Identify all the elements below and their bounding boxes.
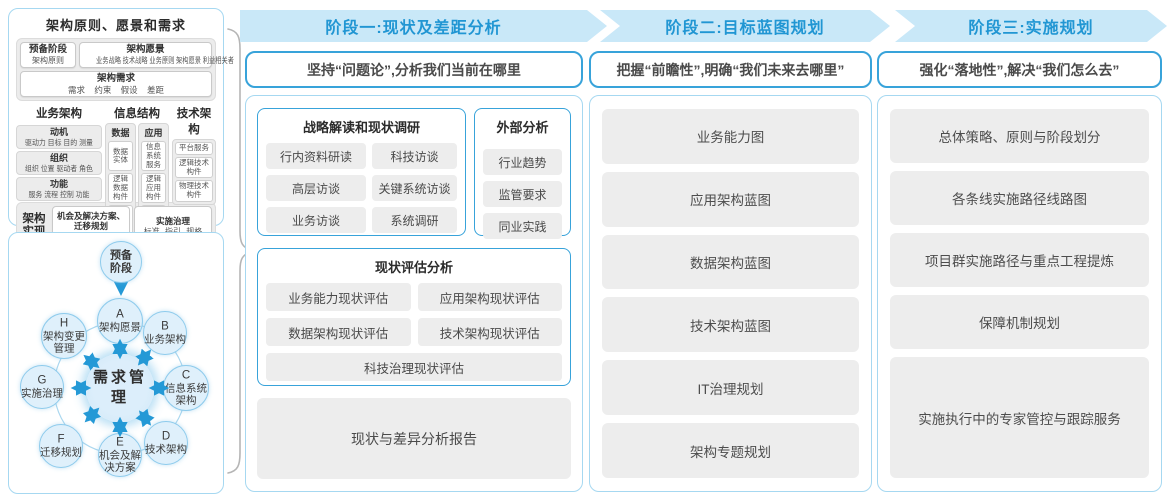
phase2-deliverable: 数据架构蓝图 (602, 234, 859, 290)
application-chip: 信息系统服务 (141, 141, 166, 172)
phase1-title: 阶段一:现状及差距分析 (325, 20, 502, 37)
technology-chip: 平台服务 (175, 142, 213, 155)
phase1-header-band: 阶段一:现状及差距分析 (240, 10, 607, 42)
architecture-vision-box: 架构愿景 业务战略 技术战略 业务原则 架构愿景 利益相关者 (79, 42, 234, 68)
architecture-principles-panel: 架构原则、愿景和需求 预备阶段 架构原则 架构愿景 业务战略 技术战略 业务原则… (8, 8, 234, 251)
requirements-management-hub: 需求管理 (86, 354, 154, 422)
phase1-content-column: 战略解读和现状调研 行内资料研读 科技访谈 高层访谈 关键系统访谈 业务访谈 系… (245, 95, 583, 492)
external-item: 同业实践 (483, 213, 562, 239)
phase3-content-column: 总体策略、原则与阶段划分 各条线实施路径线路图 项目群实施路径与重点工程提炼 保… (877, 95, 1162, 492)
vision-title: 架构愿景 (126, 44, 165, 55)
external-item: 行业趋势 (483, 149, 562, 175)
vision-requirements-section: 预备阶段 架构原则 架构愿景 业务战略 技术战略 业务原则 架构愿景 利益相关者… (16, 38, 234, 102)
phase2-deliverable: IT治理规划 (602, 360, 859, 416)
phase2-header-band: 阶段二:目标蓝图规划 (600, 10, 890, 42)
gap-analysis-report-box: 现状与差异分析报告 (257, 398, 571, 479)
phase2-title: 阶段二:目标蓝图规划 (665, 20, 825, 37)
research-item: 科技访谈 (372, 143, 457, 169)
research-item: 业务访谈 (266, 207, 367, 233)
information-structure-column: 信息结构 数据 数据实体 逻辑数据构件 物理数据构件 应用 信息系统服务 逻辑应… (105, 105, 169, 238)
business-architecture-column: 业务架构 动机 驱动力 目标 目的 测量 组织 组织 位置 驱动者 角色 功能 … (16, 105, 102, 201)
research-item: 高层访谈 (266, 175, 367, 201)
phase2-content-column: 业务能力图 应用架构蓝图 数据架构蓝图 技术架构蓝图 IT治理规划 架构专题规划 (589, 95, 872, 492)
technology-subcolumn: 平台服务 逻辑技术构件 物理技术构件 (172, 139, 216, 205)
assessment-item: 业务能力现状评估 (266, 283, 411, 311)
technical-architecture-title: 技术架构 (176, 108, 212, 137)
research-item: 系统调研 (372, 207, 457, 233)
phase3-deliverable: 保障机制规划 (890, 295, 1149, 349)
prep-phase-sub: 架构原则 (32, 55, 64, 65)
technical-architecture-column: 技术架构 平台服务 逻辑技术构件 物理技术构件 (172, 105, 216, 205)
prep-phase-box: 预备阶段 架构原则 (20, 42, 76, 68)
external-analysis-box: 外部分析 行业趋势 监管要求 同业实践 (474, 108, 571, 239)
phase2-deliverable: 应用架构蓝图 (602, 171, 859, 227)
phase3-title: 阶段三:实施规划 (968, 20, 1094, 37)
panel-title: 架构原则、愿景和需求 (45, 18, 186, 33)
technology-chip: 逻辑技术构件 (175, 157, 213, 179)
assessment-item: 技术架构现状评估 (417, 318, 562, 346)
phase3-motto-banner: 强化“落地性”,解决“我们怎么去” (877, 51, 1162, 88)
function-box: 功能 服务 流程 控制 功能 (16, 176, 102, 201)
external-item: 监管要求 (483, 181, 562, 207)
prep-phase-title: 预备阶段 (28, 44, 67, 55)
assessment-item: 科技治理现状评估 (266, 353, 562, 381)
phase3-deliverable: 各条线实施路径线路图 (890, 171, 1149, 225)
prep-phase-node: 预备阶段 (100, 241, 142, 283)
architecture-domains-row: 业务架构 动机 驱动力 目标 目的 测量 组织 组织 位置 驱动者 角色 功能 … (16, 105, 216, 238)
data-chip: 逻辑数据构件 (108, 173, 133, 204)
requirements-sub: 需求 约束 假设 差距 (67, 84, 165, 95)
technology-chip: 物理技术构件 (175, 180, 213, 202)
phase1-motto-banner: 坚持“问题论”,分析我们当前在哪里 (245, 51, 583, 88)
motivation-box: 动机 驱动力 目标 目的 测量 (16, 125, 102, 150)
research-item: 关键系统访谈 (372, 175, 457, 201)
assessment-title: 现状评估分析 (374, 260, 453, 275)
assessment-item: 应用架构现状评估 (417, 283, 562, 311)
architecture-requirements-box: 架构需求 需求 约束 假设 差距 (20, 70, 212, 98)
phase2-motto-banner: 把握“前瞻性”,明确“我们未来去哪里” (589, 51, 872, 88)
information-structure-title: 信息结构 (114, 108, 160, 121)
strategy-research-box: 战略解读和现状调研 行内资料研读 科技访谈 高层访谈 关键系统访谈 业务访谈 系… (257, 108, 466, 236)
current-state-assessment-box: 现状评估分析 业务能力现状评估 应用架构现状评估 数据架构现状评估 技术架构现状… (257, 248, 571, 386)
phase2-deliverable: 业务能力图 (602, 109, 859, 164)
vision-sub: 业务战略 技术战略 业务原则 架构愿景 利益相关者 (95, 55, 234, 65)
research-item: 行内资料研读 (266, 143, 367, 169)
assessment-item: 数据架构现状评估 (266, 318, 411, 346)
phase2-deliverable: 技术架构蓝图 (602, 297, 859, 353)
phase3-deliverable: 项目群实施路径与重点工程提炼 (890, 233, 1149, 287)
phase3-header-band: 阶段三:实施规划 (895, 10, 1167, 42)
business-architecture-title: 业务架构 (36, 108, 82, 121)
phase3-deliverable: 实施执行中的专家管控与跟踪服务 (890, 357, 1149, 478)
data-chip: 数据实体 (108, 141, 133, 172)
application-chip: 逻辑应用构件 (141, 173, 166, 204)
strategy-research-title: 战略解读和现状调研 (302, 120, 420, 135)
requirements-title: 架构需求 (96, 72, 135, 84)
phase3-deliverable: 总体策略、原则与阶段划分 (890, 109, 1149, 163)
phase2-deliverable: 架构专题规划 (602, 423, 859, 478)
external-analysis-title: 外部分析 (496, 120, 549, 135)
organization-box: 组织 组织 位置 驱动者 角色 (16, 151, 102, 175)
